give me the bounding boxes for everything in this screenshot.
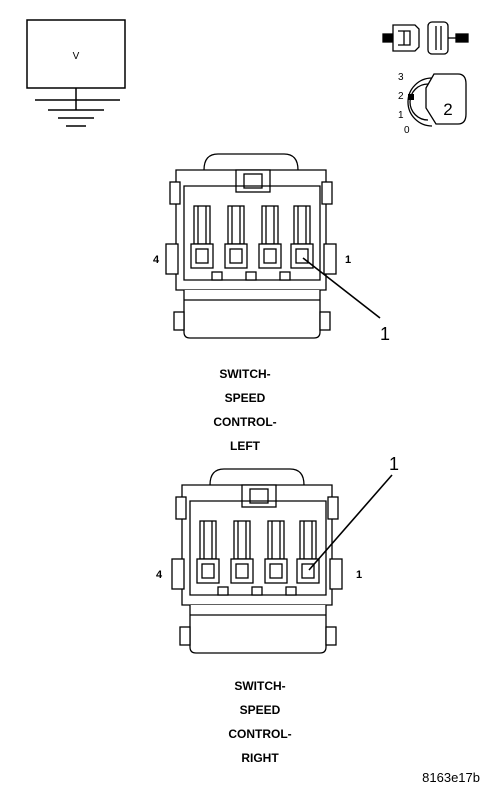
svg-text:SPEED: SPEED bbox=[240, 703, 281, 717]
pin-label-left-4: 4 bbox=[153, 254, 160, 266]
pin-label-right-1: 1 bbox=[356, 569, 362, 581]
callout-label-right: 1 bbox=[389, 454, 399, 474]
meter-label: V bbox=[73, 51, 80, 62]
terminal-left-3 bbox=[224, 205, 248, 269]
svg-text:LEFT: LEFT bbox=[230, 439, 261, 453]
terminal-right-4 bbox=[196, 520, 220, 584]
ignition-key-switch-icon: 3 2 1 0 2 bbox=[398, 72, 467, 136]
connector-title-left: SWITCH- SPEED CONTROL- LEFT bbox=[213, 367, 276, 453]
svg-text:CONTROL-: CONTROL- bbox=[213, 415, 276, 429]
terminal-right-3 bbox=[230, 520, 254, 584]
svg-text:SWITCH-: SWITCH- bbox=[234, 679, 285, 693]
callout-leader-right bbox=[308, 474, 393, 571]
connector-right: 4 1 1 bbox=[156, 454, 399, 654]
figure-id: 8163e17b bbox=[422, 770, 480, 785]
key-position-1: 1 bbox=[398, 110, 404, 121]
terminal-left-1 bbox=[290, 205, 314, 269]
connector-left: 4 1 1 bbox=[153, 153, 390, 344]
connector-plug-icon bbox=[382, 21, 469, 55]
svg-text:CONTROL-: CONTROL- bbox=[228, 727, 291, 741]
pin-label-left-1: 1 bbox=[345, 254, 351, 266]
key-position-0: 0 bbox=[404, 125, 410, 136]
ground-icon bbox=[35, 88, 120, 127]
key-position-3: 3 bbox=[398, 72, 404, 83]
svg-text:SPEED: SPEED bbox=[225, 391, 266, 405]
terminal-right-2 bbox=[264, 520, 288, 584]
key-position-2: 2 bbox=[398, 91, 404, 102]
terminal-right-1 bbox=[296, 520, 320, 584]
terminal-left-4 bbox=[190, 205, 214, 269]
terminal-left-2 bbox=[258, 205, 282, 269]
callout-leader-left bbox=[302, 257, 381, 319]
pin-label-right-4: 4 bbox=[156, 569, 163, 581]
key-number: 2 bbox=[443, 100, 452, 119]
callout-label-left: 1 bbox=[380, 324, 390, 344]
svg-text:RIGHT: RIGHT bbox=[241, 751, 279, 765]
terminal-row-right bbox=[196, 520, 320, 584]
terminal-row-left bbox=[190, 205, 314, 269]
voltmeter-ground-symbol: V bbox=[26, 19, 126, 127]
connector-title-right: SWITCH- SPEED CONTROL- RIGHT bbox=[228, 679, 291, 765]
svg-text:SWITCH-: SWITCH- bbox=[219, 367, 270, 381]
